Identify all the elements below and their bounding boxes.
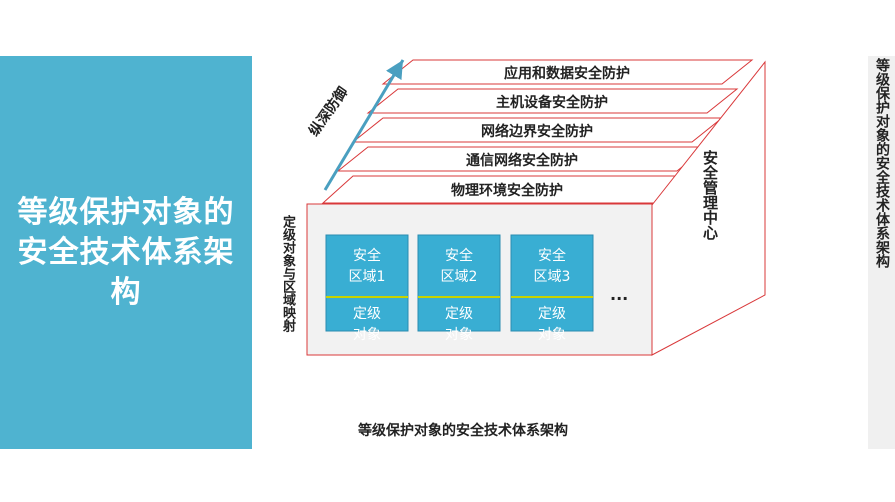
zone-3-bottom-1: 定级 (538, 306, 566, 322)
arrow-label: 纵深防御 (305, 84, 351, 140)
zone-1-top-2: 区域1 (349, 269, 386, 285)
layer-labels: 应用和数据安全防护 主机设备安全防护 网络边界安全防护 通信网络安全防护 物理环… (451, 65, 630, 199)
zone-3-top-1: 安全 (538, 247, 566, 264)
zone-2-top-2: 区域2 (441, 269, 478, 285)
diagram-caption: 等级保护对象的安全技术体系架构 (358, 423, 568, 439)
defense-arrow (323, 59, 405, 191)
layer-bar-4 (336, 146, 709, 172)
zone-2-bottom-1: 定级 (445, 306, 473, 322)
right-edge-strip (868, 56, 895, 449)
layer-bar-2 (366, 88, 739, 114)
zone-3-top-2: 区域3 (534, 269, 571, 285)
layer-label-5: 物理环境安全防护 (451, 182, 563, 199)
layer-label-1: 应用和数据安全防护 (504, 65, 630, 82)
zone-2-top-1: 安全 (445, 247, 473, 264)
zone-3: 安全 区域3 定级 对象 (510, 234, 594, 343)
more-zones-ellipsis: ... (610, 285, 628, 304)
left-title-panel: 等级保护对象的安全技术体系架构 (0, 56, 252, 449)
layer-label-3: 网络边界安全防护 (481, 123, 593, 140)
layer-label-4: 通信网络安全防护 (466, 152, 578, 169)
layer-label-2: 主机设备安全防护 (496, 94, 608, 111)
panel-title: 等级保护对象的安全技术体系架构 (17, 194, 235, 310)
zone-1-bottom-2: 对象 (353, 327, 381, 343)
left-vertical-label: 定级对象与区域映射 (280, 215, 295, 332)
right-vertical-label: 安全管理中心 (701, 150, 719, 240)
right-edge-text: 等级保护对象的安全技术体系架构 (874, 58, 890, 268)
zone-1-bottom-1: 定级 (353, 306, 381, 322)
zone-3-bottom-2: 对象 (538, 327, 566, 343)
zone-1-top-1: 安全 (353, 247, 381, 264)
zone-2-bottom-2: 对象 (445, 327, 473, 343)
layer-bar-3 (351, 117, 724, 143)
zone-2: 安全 区域2 定级 对象 (417, 234, 501, 343)
zone-1: 安全 区域1 定级 对象 (325, 234, 409, 343)
layer-bars (321, 59, 754, 204)
